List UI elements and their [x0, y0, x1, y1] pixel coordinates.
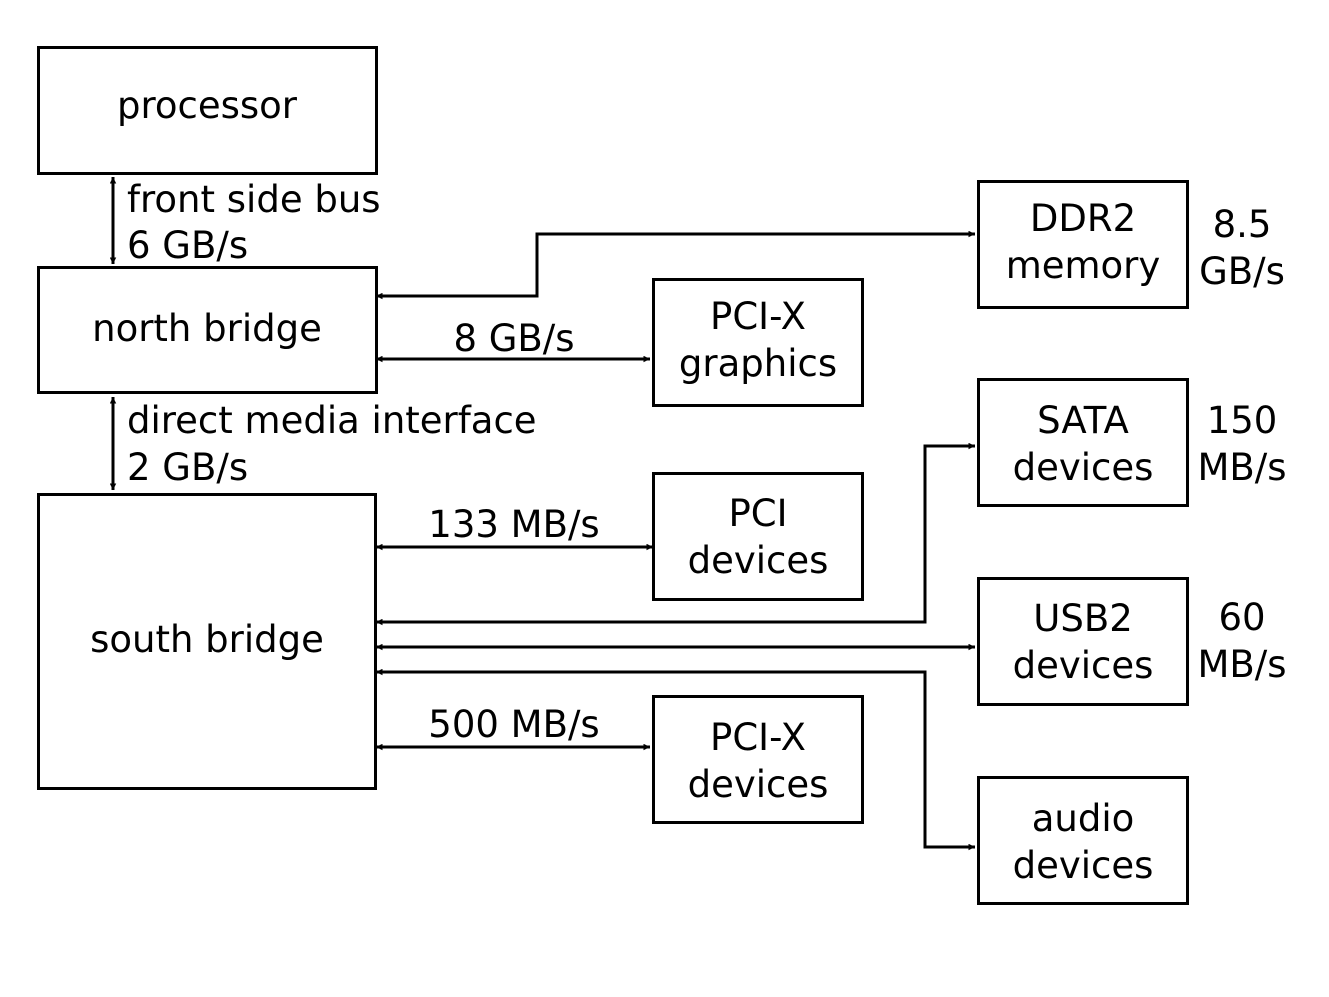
processor-block: processor	[37, 46, 378, 175]
ddr2-memory-label-line2: memory	[1006, 244, 1161, 287]
pci-rate-label: 133 MB/s	[428, 503, 599, 546]
audio-devices-label-line1: audio	[1032, 797, 1135, 840]
pcix-graphics-block: PCI-X graphics	[652, 278, 864, 407]
sata-devices-label-line2: devices	[1013, 446, 1154, 489]
ddr2-memory-block: DDR2 memory	[977, 180, 1189, 309]
front-side-bus-rate: 6 GB/s	[127, 224, 248, 267]
pcix-graphics-label-line2: graphics	[679, 342, 837, 385]
pcix-rate-label: 500 MB/s	[428, 703, 599, 746]
pci-devices-block: PCI devices	[652, 472, 864, 601]
memory-bus-arrow	[376, 230, 975, 300]
pcix-graphics-label-line1: PCI-X	[710, 295, 806, 338]
processor-label: processor	[117, 84, 298, 127]
pci-devices-label-line1: PCI	[728, 492, 787, 535]
audio-bus-arrow	[376, 668, 975, 851]
audio-devices-block: audio devices	[977, 776, 1189, 905]
south-bridge-block: south bridge	[37, 493, 377, 790]
pcix-devices-block: PCI-X devices	[652, 695, 864, 824]
sata-devices-label-line1: SATA	[1037, 399, 1129, 442]
pci-devices-label-line2: devices	[688, 539, 829, 582]
sata-devices-block: SATA devices	[977, 378, 1189, 507]
graphics-rate-label: 8 GB/s	[453, 317, 574, 360]
sata-rate-line2: MB/s	[1197, 446, 1286, 489]
usb2-devices-block: USB2 devices	[977, 577, 1189, 706]
sata-rate-line1: 150	[1207, 399, 1278, 442]
memory-rate-line2: GB/s	[1199, 250, 1285, 293]
front-side-bus-label: front side bus	[127, 178, 381, 221]
pcix-devices-label-line2: devices	[688, 763, 829, 806]
memory-rate-line1: 8.5	[1213, 203, 1272, 246]
usb2-rate-line1: 60	[1218, 596, 1265, 639]
pcix-devices-label-line1: PCI-X	[710, 716, 806, 759]
north-bridge-label: north bridge	[92, 307, 322, 350]
sata-bus-arrow	[376, 442, 975, 626]
usb2-devices-label-line2: devices	[1013, 644, 1154, 687]
direct-media-interface-rate: 2 GB/s	[127, 446, 248, 489]
usb2-devices-label-line1: USB2	[1033, 597, 1133, 640]
south-bridge-label: south bridge	[90, 618, 324, 661]
north-bridge-block: north bridge	[37, 266, 378, 394]
usb2-rate-line2: MB/s	[1197, 643, 1286, 686]
audio-devices-label-line2: devices	[1013, 844, 1154, 887]
ddr2-memory-label-line1: DDR2	[1030, 197, 1136, 240]
direct-media-interface-label: direct media interface	[127, 399, 537, 442]
